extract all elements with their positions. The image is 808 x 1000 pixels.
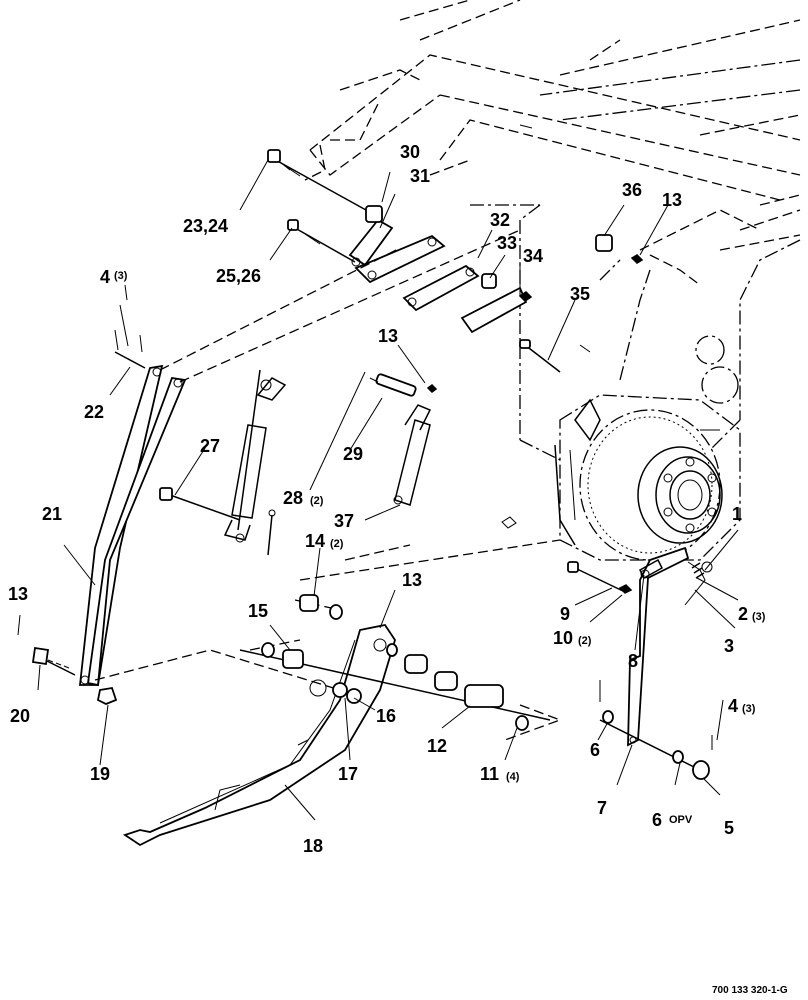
callout-4b-qty: (3) <box>742 703 756 715</box>
callout-11: 11 <box>480 764 499 784</box>
callout-3: 3 <box>724 636 734 656</box>
callout-13b: 13 <box>378 326 398 346</box>
callout-31: 31 <box>410 166 430 186</box>
hydraulic-cylinders <box>159 369 432 556</box>
callout-21: 21 <box>42 504 62 524</box>
callout-37: 37 <box>334 511 354 531</box>
callout-22: 22 <box>84 402 104 422</box>
callout-13c: 13 <box>8 584 28 604</box>
callout-leaders <box>17 159 739 821</box>
arm-assembly <box>31 229 521 705</box>
callout-11-qty: (4) <box>506 771 520 783</box>
callout-2: 2 <box>738 604 748 624</box>
callout-28-qty: (2) <box>310 495 324 507</box>
callout-4a: 4 <box>100 267 110 287</box>
callout-14: 14 <box>305 531 325 551</box>
header-frame-phantom <box>304 0 801 461</box>
callout-27: 27 <box>200 436 220 456</box>
callout-30: 30 <box>400 142 420 162</box>
pivot-bushings <box>239 539 562 741</box>
callout-9: 9 <box>560 604 570 624</box>
callout-12: 12 <box>427 736 447 756</box>
callout-4a-qty: (3) <box>114 270 128 282</box>
callout-19: 19 <box>90 764 110 784</box>
upper-link-parts <box>267 149 644 397</box>
callout-labels: 30 31 23,24 25,26 32 33 34 35 36 13 13 2… <box>8 142 766 856</box>
callout-6a: 6 <box>590 740 600 760</box>
callout-35: 35 <box>570 284 590 304</box>
callout-15: 15 <box>248 601 268 621</box>
callout-6b: 6 <box>652 810 662 830</box>
callout-13d: 13 <box>402 570 422 590</box>
callout-6-opv: OPV <box>669 814 693 826</box>
callout-36: 36 <box>622 180 642 200</box>
callout-29: 29 <box>343 444 363 464</box>
callout-16: 16 <box>376 706 396 726</box>
callout-32: 32 <box>490 210 510 230</box>
callout-4b: 4 <box>728 696 738 716</box>
callout-20: 20 <box>10 706 30 726</box>
skid-shoe <box>122 599 396 847</box>
callout-10-qty: (2) <box>578 635 592 647</box>
callout-8: 8 <box>628 651 638 671</box>
callout-34: 34 <box>523 246 543 266</box>
callout-28: 28 <box>283 488 303 508</box>
callout-7: 7 <box>597 798 607 818</box>
callout-33: 33 <box>497 233 517 253</box>
callout-17: 17 <box>338 764 358 784</box>
callout-14-qty: (2) <box>330 538 344 550</box>
latch-assembly <box>501 516 713 780</box>
callout-10: 10 <box>553 628 573 648</box>
callout-5: 5 <box>724 818 734 838</box>
callout-25-26: 25,26 <box>216 266 261 286</box>
callout-23-24: 23,24 <box>183 216 228 236</box>
callout-2-qty: (3) <box>752 611 766 623</box>
callout-13a: 13 <box>662 190 682 210</box>
callout-18: 18 <box>303 836 323 856</box>
gearbox-hub <box>554 394 741 561</box>
callout-1: 1 <box>732 504 742 524</box>
drawing-number: 700 133 320-1-G <box>712 985 788 996</box>
